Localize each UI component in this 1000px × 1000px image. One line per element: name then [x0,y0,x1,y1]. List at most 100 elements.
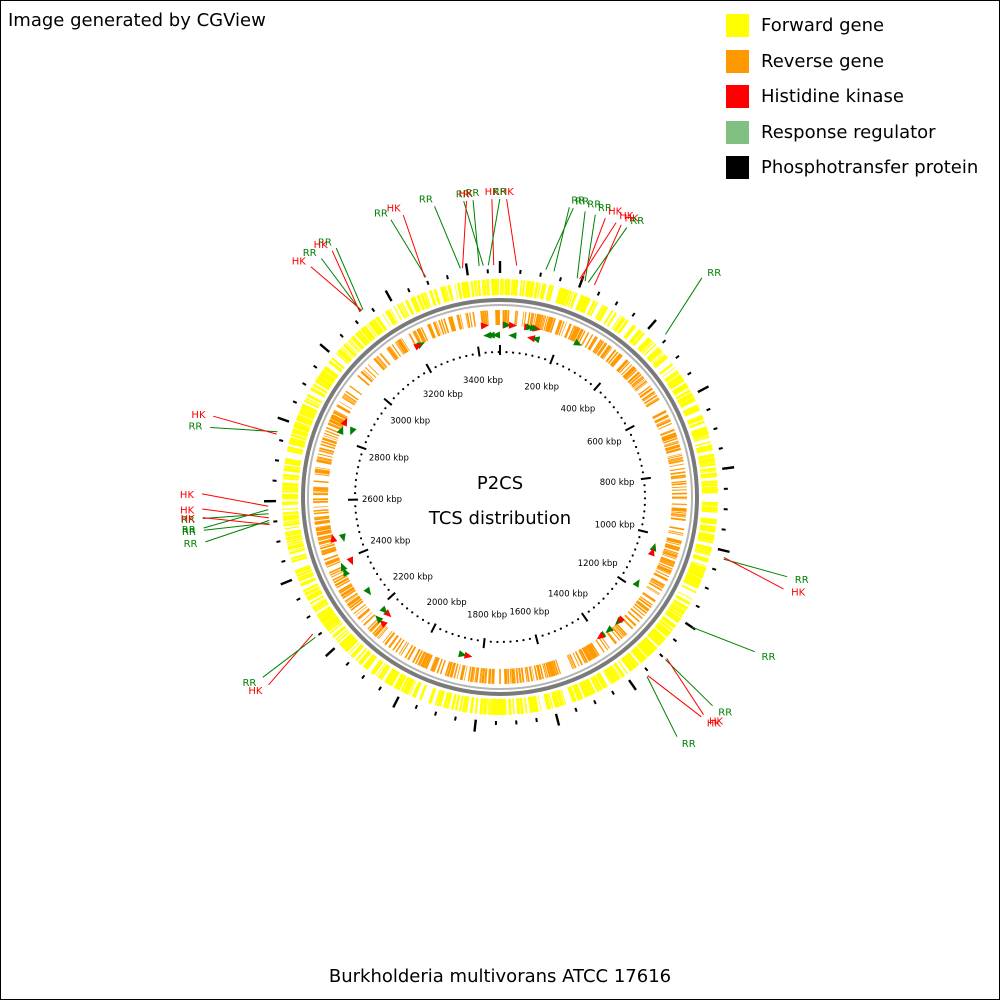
forward-gene-mark [287,446,304,453]
outer-minor-tick [713,427,718,431]
reverse-gene-mark [662,435,678,442]
forward-gene-mark [700,520,717,525]
hk-callout-line [506,199,518,266]
forward-gene-mark [519,280,523,297]
response-regulator-marker [363,586,372,596]
legend-item-reverse-gene: Reverse gene [726,44,978,80]
scale-minor-tick [639,458,642,461]
scale-label: 3400 kbp [463,376,503,386]
legend-label-reverse-gene: Reverse gene [761,50,885,72]
response-regulator-marker [486,331,495,339]
hk-label: HK [459,189,474,200]
scale-minor-tick [636,542,639,545]
forward-gene-mark [446,692,453,709]
forward-gene-mark [287,540,303,545]
forward-gene-mark [632,647,646,662]
reverse-gene-mark [341,587,355,597]
reverse-gene-mark [662,435,677,442]
hk-label: HK [500,187,515,198]
reverse-gene-mark [513,668,516,684]
reverse-gene-mark [333,411,348,419]
forward-gene-mark [288,442,305,448]
forward-gene-mark [696,445,713,451]
forward-gene-mark [282,475,299,479]
legend-swatch-response-regulator [726,120,749,144]
forward-gene-mark [701,506,718,509]
forward-gene-mark [664,370,679,381]
forward-gene-mark [610,665,621,680]
outer-minor-tick [721,528,726,531]
reverse-gene-mark [429,323,436,338]
reverse-gene-mark [380,352,391,365]
reverse-gene-mark [656,420,672,428]
reverse-gene-mark [671,480,687,484]
reverse-gene-mark [400,642,410,656]
forward-gene-mark [434,689,442,706]
reverse-gene-mark [417,651,425,666]
forward-gene-mark [342,344,357,358]
forward-gene-mark [698,459,715,464]
forward-gene-mark [471,697,475,714]
response-regulator-marker [458,650,467,658]
forward-gene-mark [289,548,306,555]
reverse-gene-mark [588,643,599,658]
reverse-gene-mark [374,624,387,638]
forward-gene-mark [377,664,389,679]
outer-minor-tick [539,272,542,277]
reverse-gene-mark [456,314,462,330]
reverse-gene-mark [668,457,683,462]
reverse-gene-mark [438,319,445,335]
rr-callout-line [203,509,269,529]
histidine-kinase-marker [413,343,422,351]
forward-gene-mark [700,519,717,523]
reverse-gene-mark [671,503,687,506]
forward-gene-mark [700,469,717,474]
reverse-gene-mark [316,459,332,464]
reverse-gene-mark [325,558,340,566]
forward-gene-mark [674,386,689,396]
forward-gene-mark [692,555,709,563]
scale-minor-tick [496,640,499,644]
forward-gene-mark [433,288,441,305]
outer-minor-tick [558,277,562,282]
forward-gene-mark [638,643,651,656]
forward-gene-mark [693,554,710,561]
reverse-gene-mark [572,327,580,342]
forward-gene-mark [675,389,691,400]
reverse-gene-mark [622,366,635,378]
backbone-ring-outer [301,298,699,696]
forward-gene-mark [467,281,471,298]
outer-major-tick [697,385,710,394]
forward-gene-mark [614,662,626,677]
hk-callout-line [462,200,467,269]
forward-gene-mark [701,507,718,511]
reverse-gene-mark [396,340,406,354]
forward-gene-mark [697,453,715,459]
forward-gene-mark [282,477,299,481]
rr-label: RR [630,216,644,227]
scale-label: 2000 kbp [427,598,467,608]
forward-gene-mark [700,473,717,478]
reverse-gene-mark [597,343,608,357]
reverse-gene-mark [671,477,687,480]
forward-gene-mark [672,601,687,611]
forward-gene-mark [327,619,341,631]
forward-gene-mark [692,430,709,438]
forward-gene-mark [560,689,567,706]
reverse-gene-mark [667,453,682,458]
reverse-gene-mark [583,646,592,661]
forward-gene-mark [638,642,652,656]
forward-gene-mark [283,467,300,472]
rr-label: RR [456,189,470,200]
reverse-gene-mark [593,340,603,354]
forward-gene-mark [482,698,486,715]
forward-gene-mark [694,548,711,555]
reverse-gene-mark [671,511,687,514]
scale-minor-tick [589,382,592,386]
forward-gene-mark [328,361,342,373]
forward-gene-mark [508,698,511,715]
reverse-gene-mark [665,543,681,549]
forward-gene-mark [675,594,691,605]
reverse-gene-mark [657,422,673,430]
forward-gene-mark [300,405,317,415]
